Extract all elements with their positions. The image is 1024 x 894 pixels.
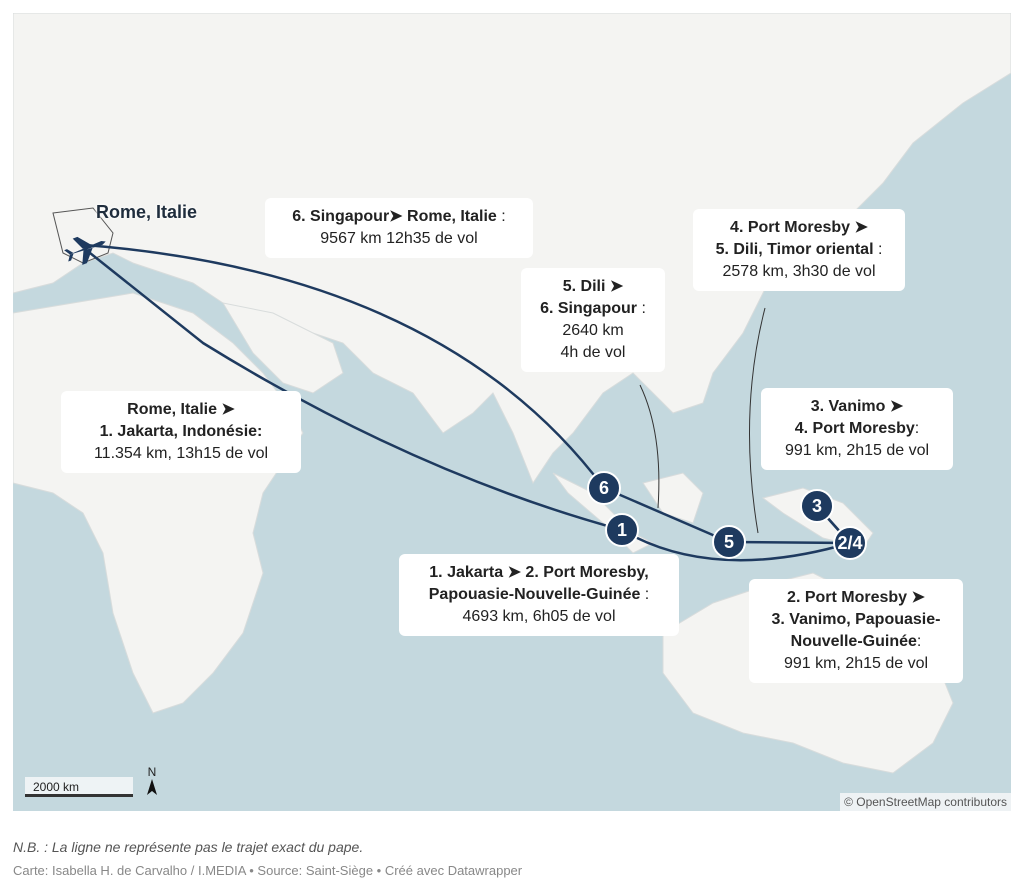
callout-singapour-rome: 6. Singapour➤ Rome, Italie : 9567 km 12h… xyxy=(265,198,533,258)
callout-title: 4. Port Moresby xyxy=(794,420,915,437)
leader-moresby-dili xyxy=(748,307,766,534)
north-label: N xyxy=(147,765,157,779)
route-moresby-dili xyxy=(728,540,851,545)
marker-2-4[interactable]: 2/4 xyxy=(833,526,867,560)
attribution[interactable]: © OpenStreetMap contributors xyxy=(840,793,1011,811)
marker-3[interactable]: 3 xyxy=(800,489,834,523)
callout-sep: : xyxy=(914,420,920,437)
callout-detail: 11.354 km, 13h15 de vol xyxy=(93,445,269,462)
route-rome-jakarta xyxy=(84,248,623,532)
marker-1[interactable]: 1 xyxy=(605,513,639,547)
credit: Carte: Isabella H. de Carvalho / I.MEDIA… xyxy=(13,863,523,878)
callout-detail: 9567 km 12h35 de vol xyxy=(320,230,478,247)
callout-title: 3. Vanimo, Papouasie- xyxy=(771,611,941,628)
borneo xyxy=(642,472,704,524)
callout-sep: : xyxy=(637,300,646,317)
callout-title: 2. Port Moresby ➤ xyxy=(787,589,925,606)
callout-title: Nouvelle-Guinée xyxy=(790,633,917,650)
arabia xyxy=(221,302,344,394)
callout-moresby-dili: 4. Port Moresby ➤ 5. Dili, Timor orienta… xyxy=(693,209,905,291)
callout-title: 5. Dili, Timor oriental xyxy=(715,241,874,258)
callout-detail: 4693 km, 6h05 de vol xyxy=(462,608,616,625)
scale-bar: 2000 km xyxy=(25,777,133,797)
route-singapour-rome xyxy=(84,243,606,489)
north-arrow-icon xyxy=(147,779,157,795)
callout-title: 4. Port Moresby ➤ xyxy=(730,219,868,236)
callout-sep: : xyxy=(640,586,650,603)
marker-5[interactable]: 5 xyxy=(712,525,746,559)
callout-title: Rome, Italie ➤ xyxy=(127,401,235,418)
map[interactable]: Rome, Italie 1 2/4 3 5 6 Rome, Italie ➤ … xyxy=(13,13,1011,811)
leader-lines xyxy=(639,307,766,534)
callout-detail: 2578 km, 3h30 de vol xyxy=(722,263,876,280)
callout-detail: 4h de vol xyxy=(560,344,626,361)
route-dili-singapour xyxy=(603,486,730,544)
italy xyxy=(52,207,114,264)
callout-sep: : xyxy=(873,241,883,258)
route-jakarta-moresby xyxy=(621,528,851,562)
callout-detail: 991 km, 2h15 de vol xyxy=(783,655,929,672)
callout-title: 1. Jakarta ➤ 2. Port Moresby, xyxy=(429,564,649,581)
callout-vanimo-moresby: 3. Vanimo ➤ 4. Port Moresby: 991 km, 2h1… xyxy=(761,388,953,470)
note: N.B. : La ligne ne représente pas le tra… xyxy=(13,839,364,855)
callout-detail: 2640 km xyxy=(562,322,624,339)
callout-moresby-vanimo: 2. Port Moresby ➤ 3. Vanimo, Papouasie- … xyxy=(749,579,963,683)
callout-sep: : xyxy=(916,633,922,650)
callout-title: 1. Jakarta, Indonésie: xyxy=(99,423,263,440)
callout-title: 6. Singapour xyxy=(540,300,637,317)
north-arrow: N xyxy=(145,765,159,798)
callout-title: 5. Dili ➤ xyxy=(562,278,624,295)
callout-rome-jakarta: Rome, Italie ➤ 1. Jakarta, Indonésie: 11… xyxy=(61,391,301,473)
callout-title: Papouasie-Nouvelle-Guinée xyxy=(428,586,641,603)
callout-jakarta-moresby: 1. Jakarta ➤ 2. Port Moresby, Papouasie-… xyxy=(399,554,679,636)
airplane-icon xyxy=(64,236,106,265)
leader-dili-singapour xyxy=(639,384,660,509)
callout-sep: : xyxy=(496,208,506,225)
origin-label: Rome, Italie xyxy=(96,202,198,222)
callout-dili-singapour: 5. Dili ➤ 6. Singapour : 2640 km 4h de v… xyxy=(521,268,665,372)
callout-title: 3. Vanimo ➤ xyxy=(810,398,904,415)
callout-title: 6. Singapour➤ Rome, Italie xyxy=(292,208,497,225)
marker-6[interactable]: 6 xyxy=(587,471,621,505)
callout-detail: 991 km, 2h15 de vol xyxy=(784,442,930,459)
